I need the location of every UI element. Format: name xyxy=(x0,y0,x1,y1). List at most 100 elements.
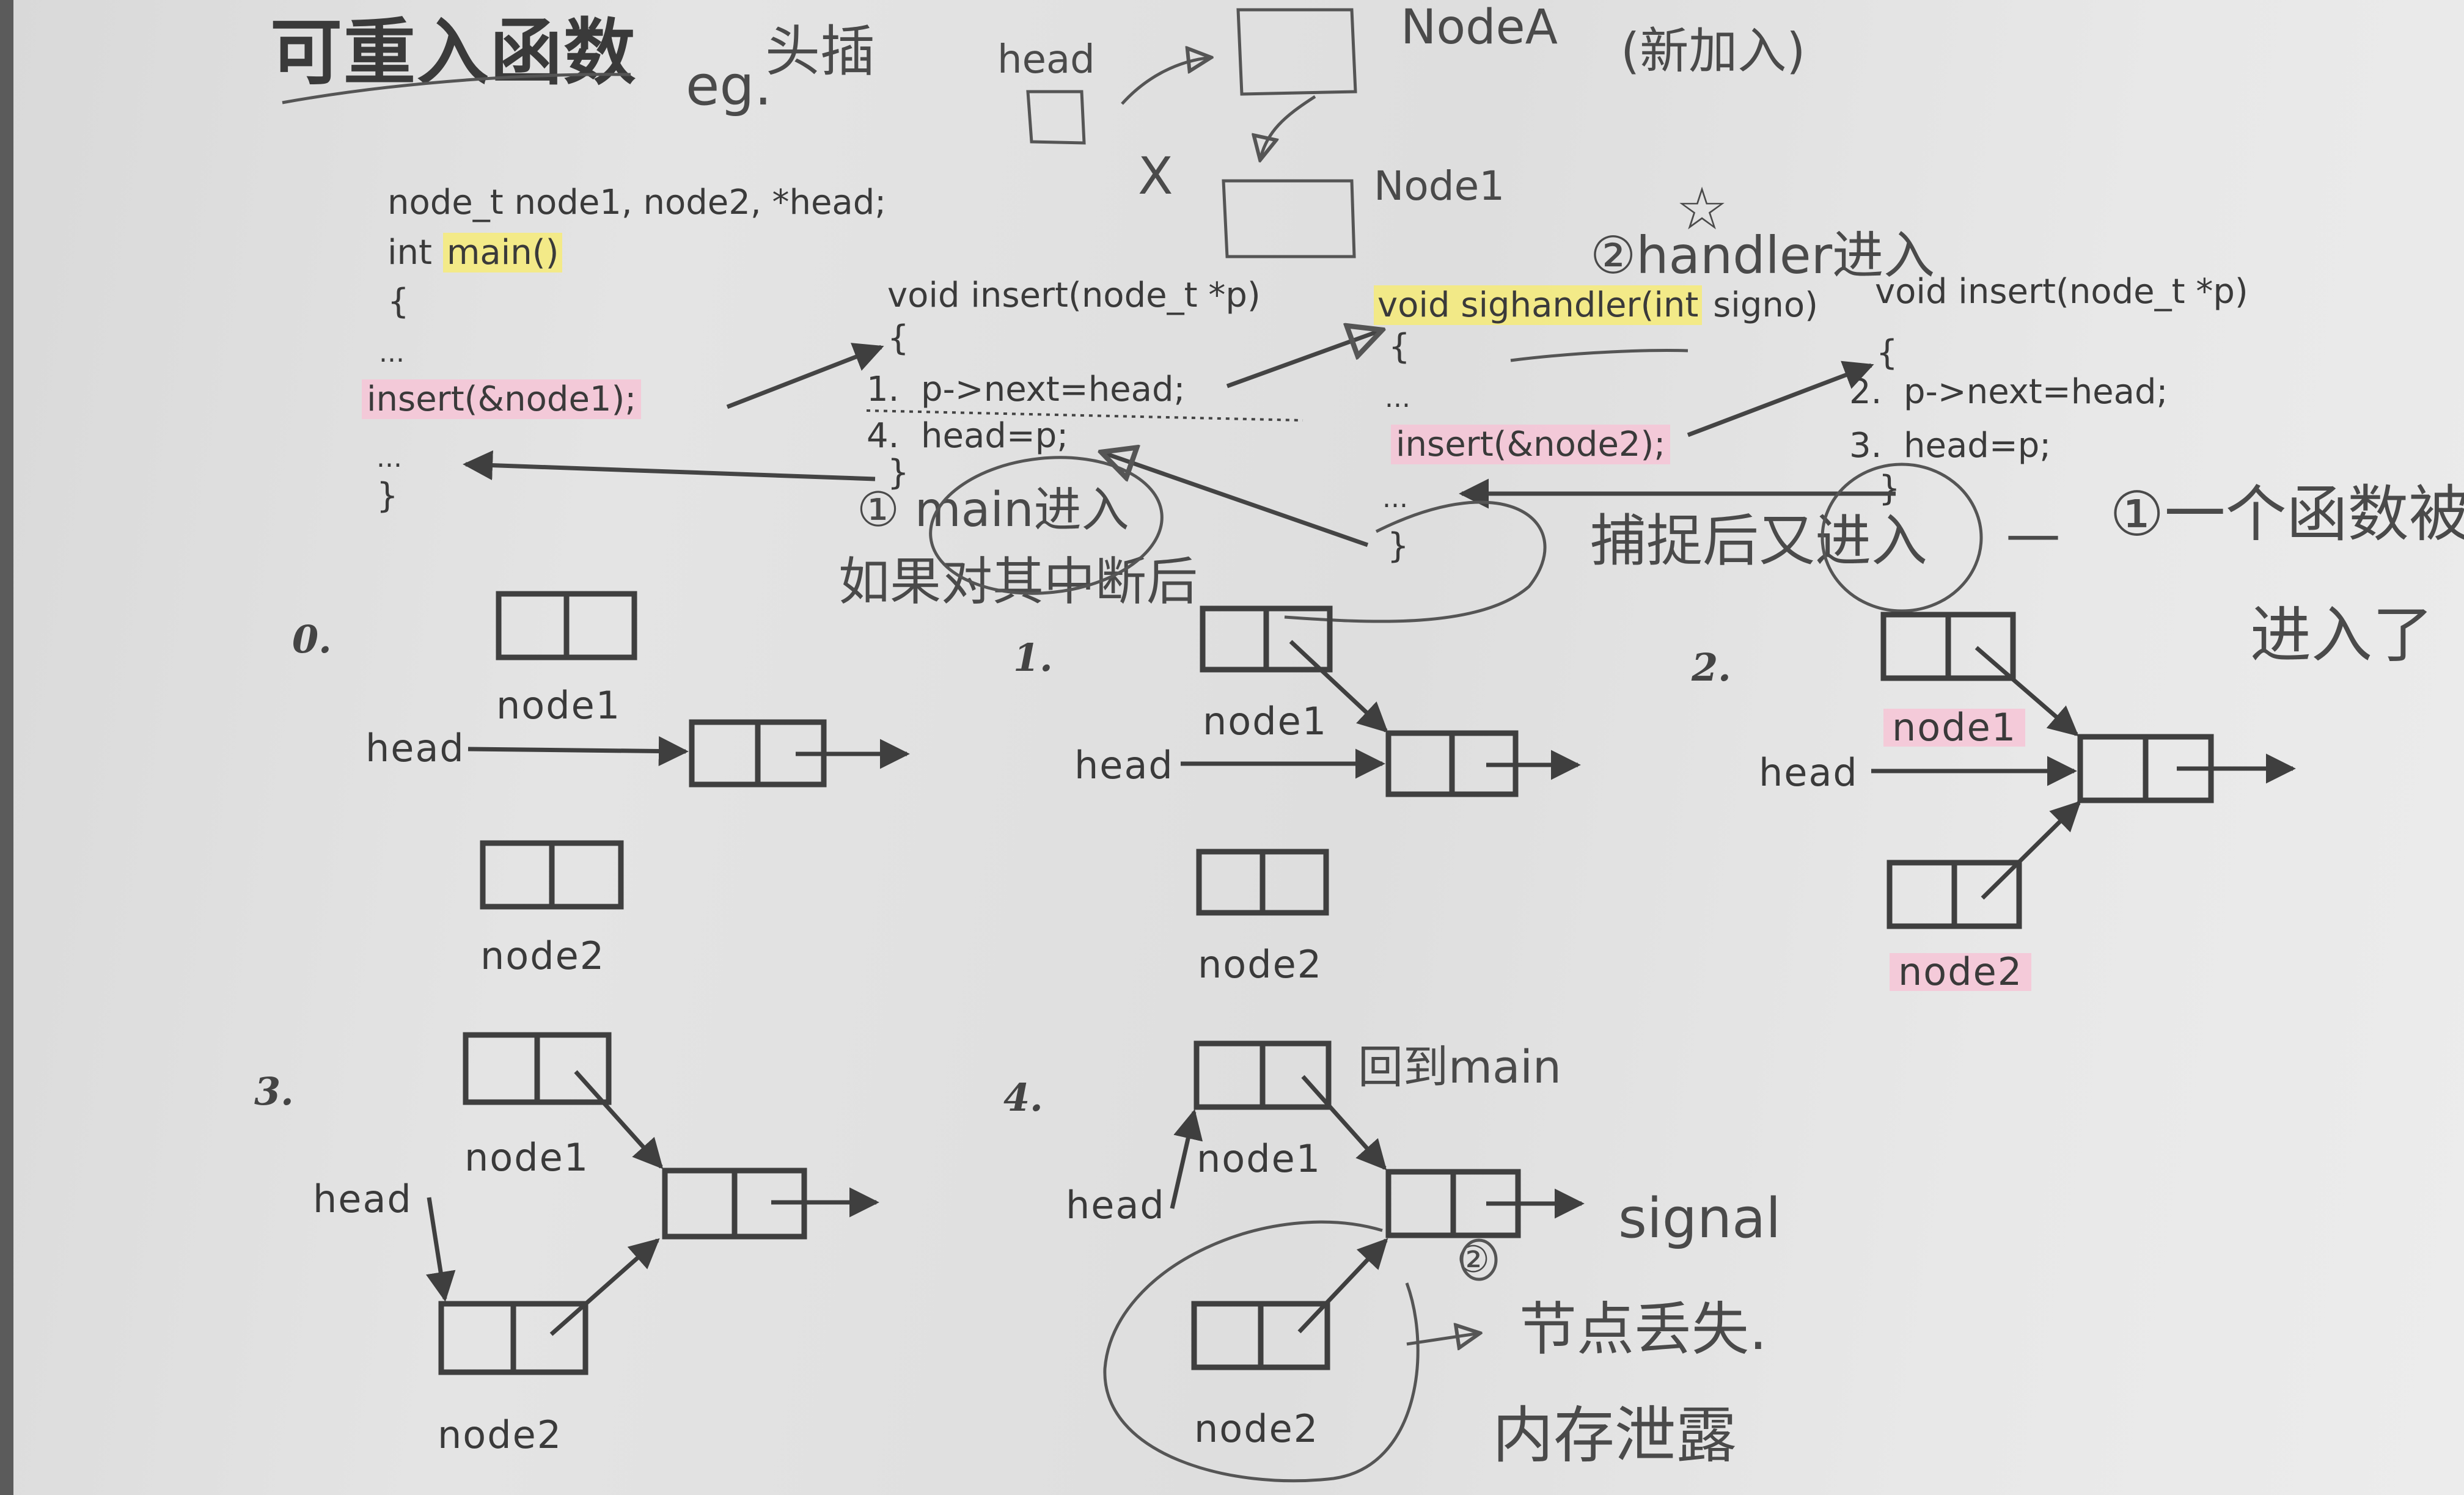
diagram-1-node2-label: node2 xyxy=(1198,942,1323,987)
diagram-0-head-label: head xyxy=(365,726,465,770)
code-insert-a-close: } xyxy=(887,453,909,492)
code-main-dots-1: ... xyxy=(379,337,405,368)
hw-node-lost: 节点丢失. xyxy=(1519,1296,1767,1363)
arrow-sighandler-to-insert-b xyxy=(1687,360,1874,437)
diagram-2 xyxy=(1871,612,2296,929)
sighandler-underline xyxy=(1510,349,1689,362)
code-insert-b-step3: 3. head=p; xyxy=(1849,426,2052,466)
code-sighandler-insert-call: insert(&node2); xyxy=(1391,425,1671,464)
code-insert-a-step1: 1. p->next=head; xyxy=(867,370,1186,409)
code-main-signature: int main() xyxy=(387,233,563,272)
circle-node2-lost xyxy=(1103,1220,1420,1483)
arrow-sighandler-return-to-insert xyxy=(1101,452,1369,547)
code-main-open-brace: { xyxy=(387,282,409,321)
hw-eg: eg. xyxy=(686,54,772,118)
hw-if-interrupted: 如果对其中断后 xyxy=(838,552,1198,612)
diagram-3-node1-next-arrow xyxy=(574,1070,664,1169)
diagram-0-head-arrow xyxy=(468,736,689,767)
diagram-3-step: 3. xyxy=(254,1069,294,1114)
circle-main-enter xyxy=(929,456,1164,595)
diagram-2-node1-label: node1 xyxy=(1883,709,2026,747)
diagram-1-node1-next-arrow xyxy=(1289,640,1388,733)
diagram-0-node1-label: node1 xyxy=(496,683,622,728)
diagram-4 xyxy=(1170,1040,1585,1370)
code-int-keyword: int xyxy=(387,233,443,272)
diagram-0-step: 0. xyxy=(292,617,332,662)
arrow-main-to-insert xyxy=(726,343,884,409)
hw-back-to-main: 回到main xyxy=(1358,1041,1561,1094)
hw-memory-leak: 内存泄露 xyxy=(1492,1400,1737,1471)
diagram-0 xyxy=(468,591,910,910)
code-sighandler-param: signo) xyxy=(1702,285,1819,325)
diagram-4-node2-label: node2 xyxy=(1194,1406,1319,1451)
hw-head-small: head xyxy=(997,37,1095,82)
code-main-fn-highlight: main() xyxy=(442,233,563,272)
diagram-2-head-label: head xyxy=(1759,750,1858,795)
sketch-nodea-box xyxy=(1236,8,1357,96)
code-insert-node1-highlight: insert(&node1); xyxy=(362,379,642,419)
diagram-3-head-label: head xyxy=(313,1177,413,1221)
diagram-0-node2-label: node2 xyxy=(480,934,606,978)
hw-node1-small: Node1 xyxy=(1374,163,1505,210)
diagram-1-node1-label: node1 xyxy=(1203,699,1328,744)
code-insert-b-close: } xyxy=(1879,469,1901,508)
code-insert-b-open: { xyxy=(1876,333,1898,373)
diagram-3-node2-next-arrow xyxy=(549,1238,660,1336)
diagram-3-node2-label: node2 xyxy=(438,1413,563,1457)
code-insert-a-step4: 4. head=p; xyxy=(867,416,1069,456)
diagram-canvas xyxy=(282,8,2296,1483)
code-main-dots-2: ... xyxy=(376,442,402,473)
diagram-1 xyxy=(1181,605,1581,916)
hw-head-insert: 头插 xyxy=(765,20,875,84)
diagram-1-step: 1. xyxy=(1013,635,1053,680)
loop-sighandler-to-node1 xyxy=(1284,500,1547,623)
diagram-4-node2-next-arrow xyxy=(1297,1238,1388,1334)
hw-node-a: NodeA xyxy=(1401,0,1558,55)
diagram-4-head-arrow xyxy=(1170,1109,1203,1209)
diagram-2-step: 2. xyxy=(1692,645,1731,690)
code-main-declaration: node_t node1, node2, *head; xyxy=(387,183,887,222)
diagram-4-step: 4. xyxy=(1003,1075,1043,1120)
code-flow-arrows xyxy=(463,330,1896,547)
code-insert-b-signature: void insert(node_t *p) xyxy=(1875,272,2248,312)
diagram-2-node1-next-arrow xyxy=(1975,646,2079,737)
hw-handler-enter: ②handler进入 xyxy=(1590,225,1935,285)
hw-one-function-entered: ①一个函数被 xyxy=(2110,478,2464,550)
hw-after-capture: 捕捉后又进入 xyxy=(1590,508,1928,574)
diagram-4-node1-label: node1 xyxy=(1197,1136,1322,1181)
arrow-to-lost xyxy=(1406,1333,1480,1344)
hw-new-added: (新加入) xyxy=(1621,23,1806,79)
hw-dash: — xyxy=(2006,502,2061,566)
sketch-arrow-head-to-nodea xyxy=(1121,57,1211,105)
hw-signal: signal xyxy=(1618,1186,1781,1251)
code-main-close-brace: } xyxy=(376,476,398,516)
hw-star: ☆ xyxy=(1676,175,1729,243)
diagram-3-head-arrow xyxy=(425,1197,456,1302)
sketch-arrow-nodea-to-node1 xyxy=(1260,95,1316,160)
code-sighandler-open: { xyxy=(1388,327,1410,367)
circle-two-mark xyxy=(1460,1238,1498,1281)
code-insert-a-open: { xyxy=(887,318,909,358)
diagram-1-head-label: head xyxy=(1074,743,1174,788)
circle-after-capture xyxy=(1821,462,1983,613)
handwritten-marks xyxy=(929,349,1983,1483)
title-underline xyxy=(282,73,631,104)
diagram-3-node1-label: node1 xyxy=(464,1135,590,1180)
code-sighandler-dots-1: ... xyxy=(1385,382,1410,414)
diagram-3 xyxy=(425,1032,879,1375)
hw-x-mark: X xyxy=(1138,146,1173,206)
arrow-insert-return-to-main xyxy=(463,450,876,481)
code-sighandler-dots-2: ... xyxy=(1382,483,1408,514)
hw-entered: 进入了 xyxy=(2250,599,2433,671)
code-main-insert-call: insert(&node1); xyxy=(362,379,642,419)
sketch-head-box xyxy=(1026,90,1086,145)
diagram-4-head-label: head xyxy=(1066,1183,1165,1227)
diagram-2-node2-next-arrow xyxy=(1981,800,2081,900)
sketch-node1-box xyxy=(1222,179,1356,258)
diagram-4-node1-next-arrow xyxy=(1301,1075,1387,1171)
code-sighandler-close: } xyxy=(1387,526,1409,566)
diagram-2-node2-label: node2 xyxy=(1890,953,2032,991)
code-insert-a-signature: void insert(node_t *p) xyxy=(887,276,1261,315)
code-sighandler-signature: void sighandler(int signo) xyxy=(1374,285,1819,325)
paper-page: 可重入函数 node_t node1, node2, *head; int ma… xyxy=(13,0,2464,1495)
